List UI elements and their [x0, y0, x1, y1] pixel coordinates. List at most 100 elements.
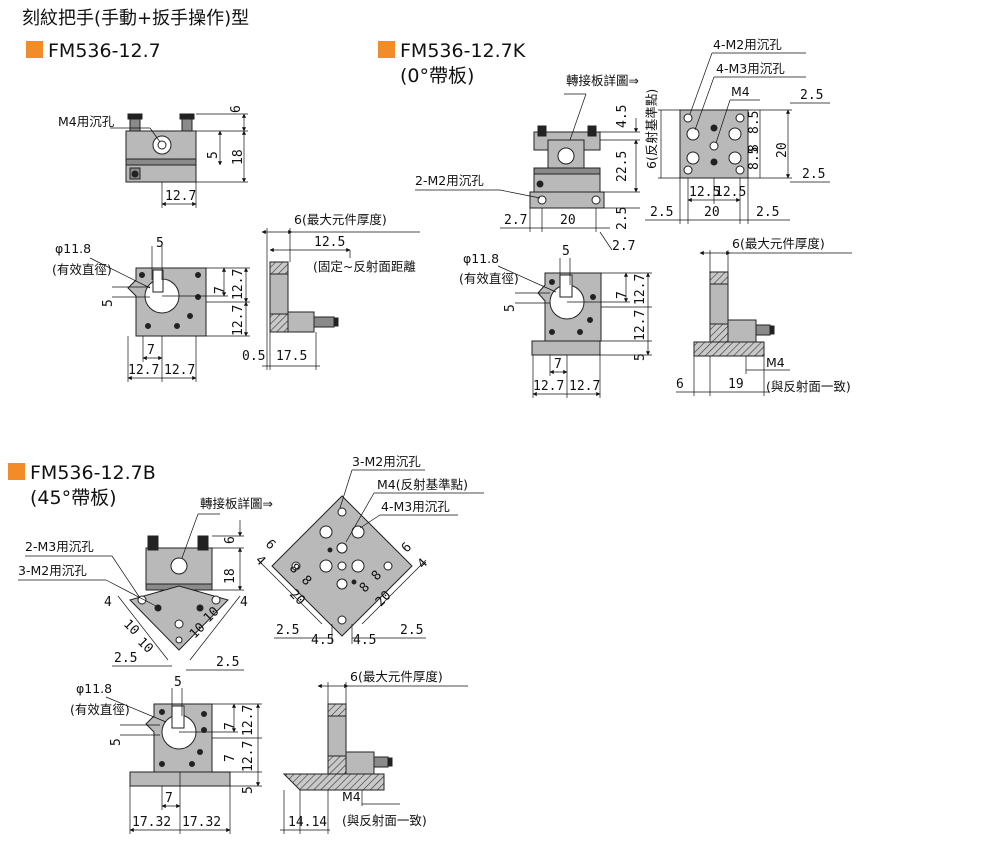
label-fix-dist: (固定~反射面距離: [313, 259, 416, 274]
dim: 8.5: [747, 111, 762, 134]
dim: 6: [676, 377, 684, 392]
model-sub: (0°帶板): [400, 65, 474, 87]
dim: 12.7: [128, 363, 159, 378]
model-name: FM536-12.7: [48, 40, 161, 62]
label-m3-2: 2-M3用沉孔: [25, 539, 94, 554]
dim: 12.5: [715, 185, 746, 200]
dim: 5: [156, 236, 164, 251]
label-eff-dia: (有效直徑): [70, 702, 130, 717]
label-m4: M4: [731, 84, 750, 99]
label-max-thk: 6(最大元件厚度): [294, 212, 387, 227]
dim: 12.7: [231, 305, 246, 336]
dim: 7: [615, 291, 630, 299]
dim: 2.7: [612, 239, 635, 254]
label-m4: M4: [766, 355, 785, 370]
dim: 12.7: [241, 741, 256, 772]
dim: 19: [728, 377, 744, 392]
label-m2-4: 4-M2用沉孔: [713, 37, 782, 52]
drawing-k-top-view: 轉接板詳圖⇒ 2-M2用沉孔 4.5 22.5 2.5 6(反射基準點) 2.7…: [415, 73, 659, 254]
dim: 12.5: [314, 235, 345, 250]
dim: 4: [415, 556, 431, 572]
dim: 4.5: [311, 633, 334, 648]
model-name: FM536-12.7B: [30, 462, 156, 484]
dim: 12.5: [689, 185, 720, 200]
drawing-k-side-view: 6(最大元件厚度) M4 6 19 (與反射面一致): [676, 236, 852, 396]
label-m3-4: 4-M3用沉孔: [716, 61, 785, 76]
dim: 2.5: [756, 205, 779, 220]
dim: 12.7: [164, 363, 195, 378]
dim: 5: [503, 304, 518, 312]
dim: 20: [704, 205, 720, 220]
label-same-face: (與反射面一致): [342, 813, 427, 828]
drawing-b-plate: 3-M2用沉孔 M4(反射基準點) 4-M3用沉孔 6 4 8 8 20 6 4…: [252, 454, 484, 648]
drawing-b-front-view: φ11.8 (有效直徑) 5 5 7 12.7 7 12.7 5 7 17.32…: [70, 675, 262, 834]
label-ref-pt-v: 6(反射基準點): [644, 89, 659, 169]
dim: 4: [104, 595, 112, 610]
drawing-b-side-view: 6(最大元件厚度) M4 14.14 (與反射面一致): [280, 669, 468, 834]
label-eff-dia: (有效直徑): [459, 271, 519, 286]
drawing-b-top-view: 轉接板詳圖⇒ 2-M3用沉孔 3-M2用沉孔 6 18 4 10 10 10 1…: [18, 496, 273, 671]
dim: 6: [223, 536, 238, 544]
dim: 2.5: [216, 655, 239, 670]
dim: 14.14: [288, 815, 327, 830]
dim: 8: [747, 144, 762, 152]
dim: 17.32: [132, 815, 171, 830]
label-phi: φ11.8: [55, 241, 91, 256]
dim: 4.5: [615, 105, 630, 128]
dim: 18: [231, 149, 246, 165]
dim: 12.7: [241, 705, 256, 736]
drawing-a-side-view: 6(最大元件厚度) 12.5 (固定~反射面距離 0.5 17.5: [242, 212, 420, 370]
dim: 2.5: [800, 88, 823, 103]
dim: 12.7: [165, 189, 196, 204]
model-header-a: FM536-12.7: [26, 40, 161, 62]
dim: 12.7: [231, 269, 246, 300]
dim: 2.5: [615, 207, 630, 230]
label-m4: M4: [342, 789, 361, 804]
dim: 22.5: [615, 151, 630, 182]
dim: 2.5: [114, 651, 137, 666]
dim: 5: [174, 675, 182, 690]
dim: 2.5: [802, 167, 825, 182]
label-m3-4: 4-M3用沉孔: [381, 499, 450, 514]
dim: 7: [147, 343, 155, 358]
dim: 4: [240, 595, 248, 610]
label-m2-3b: 3-M2用沉孔: [18, 563, 87, 578]
dim: 12.7: [633, 310, 648, 341]
accent-square: [378, 41, 395, 58]
model-name: FM536-12.7K: [400, 40, 526, 62]
dim: 5: [101, 299, 116, 307]
label-phi: φ11.8: [463, 251, 499, 266]
accent-square: [26, 41, 43, 58]
dim: 17.32: [182, 815, 221, 830]
label-same-face: (與反射面一致): [766, 379, 851, 394]
label-plate-ref: 轉接板詳圖⇒: [200, 496, 273, 511]
dim: 0.5: [242, 349, 265, 364]
dim: 7: [165, 791, 173, 806]
dim: 12.7: [533, 379, 564, 394]
dim: 5: [241, 786, 256, 794]
label-plate-ref: 轉接板詳圖⇒: [566, 73, 639, 88]
dim: 6: [399, 540, 415, 556]
dim: 7: [223, 722, 238, 730]
dim: 4.5: [353, 633, 376, 648]
dim: 17.5: [276, 349, 307, 364]
dim: 2.5: [650, 205, 673, 220]
dim: 2.5: [276, 623, 299, 638]
label-max-thk: 6(最大元件厚度): [350, 669, 443, 684]
dim: 4: [252, 553, 268, 569]
dim: 6: [229, 105, 244, 113]
label-eff-dia: (有效直徑): [52, 262, 112, 277]
dim: 12.7: [569, 379, 600, 394]
model-header-b: FM536-12.7B (45°帶板): [8, 462, 156, 509]
dim: 8.5: [747, 147, 762, 170]
drawing-k-plate: 4-M2用沉孔 4-M3用沉孔 M4 20 8.5 8 8.5 2.5 2.5 …: [645, 37, 830, 224]
label-m4-ref: M4(反射基準點): [377, 477, 468, 492]
label-phi: φ11.8: [76, 681, 112, 696]
dim: 6: [262, 537, 278, 553]
dim: 2.5: [400, 623, 423, 638]
model-sub: (45°帶板): [30, 487, 117, 509]
model-header-k: FM536-12.7K (0°帶板): [378, 40, 526, 87]
dim: 7: [554, 357, 562, 372]
page-title: 刻紋把手(手動+扳手操作)型: [22, 8, 249, 29]
dim: 5: [562, 244, 570, 259]
